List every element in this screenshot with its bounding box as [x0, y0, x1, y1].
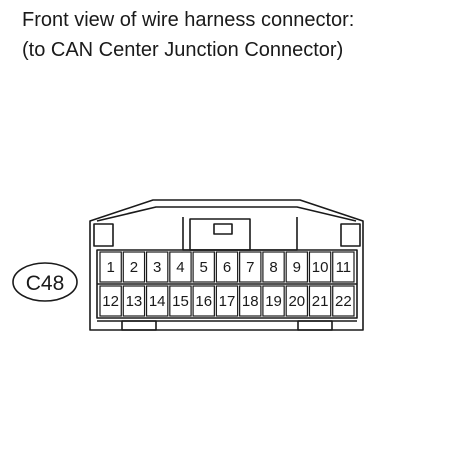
pin-number: 20 — [288, 293, 305, 310]
pin-number: 12 — [102, 293, 119, 310]
pin-number: 19 — [265, 293, 282, 310]
left-latch-block — [93, 223, 114, 247]
housing-inner-top — [96, 206, 357, 222]
pin-cell — [99, 251, 122, 283]
pin-number: 1 — [106, 259, 114, 276]
pin-number: 21 — [312, 293, 329, 310]
pin-number: 14 — [149, 293, 166, 310]
pin-cell — [308, 285, 332, 317]
pin-cell — [122, 251, 146, 283]
pin-cell — [332, 251, 355, 283]
pin-number: 11 — [336, 259, 352, 276]
pin-cell — [122, 285, 146, 317]
pin-cell — [192, 285, 215, 317]
caption-line-1: Front view of wire harness connector: — [22, 9, 355, 31]
connector-id-outline — [12, 262, 78, 302]
pin-number: 16 — [195, 293, 212, 310]
pin-cell — [239, 285, 262, 317]
bottom-key-right — [297, 320, 333, 331]
pin-number: 8 — [269, 259, 277, 276]
pin-cell — [145, 251, 169, 283]
pin-number: 5 — [200, 259, 208, 276]
right-latch-block — [340, 223, 361, 247]
pin-cell — [262, 285, 285, 317]
pin-cell — [332, 285, 355, 317]
pin-number: 15 — [172, 293, 189, 310]
pin-number: 6 — [223, 259, 231, 276]
center-lock-tab — [182, 217, 298, 251]
pin-number: 4 — [176, 259, 184, 276]
pin-number: 22 — [335, 293, 352, 310]
pin-number: 2 — [130, 259, 138, 276]
bottom-key-left — [121, 320, 157, 331]
pin-number: 17 — [219, 293, 236, 310]
pin-number: 18 — [242, 293, 259, 310]
pin-cell — [308, 251, 332, 283]
pin-number: 13 — [126, 293, 143, 310]
connector-id-label: C48 — [26, 272, 65, 295]
pin-number: 7 — [246, 259, 254, 276]
caption-line-2: (to CAN Center Junction Connector) — [22, 39, 344, 61]
housing-outline — [89, 199, 364, 331]
pin-cell — [285, 285, 309, 317]
pin-cell — [169, 251, 192, 283]
connector-id-badge: C48 — [12, 262, 78, 302]
pin-cell — [262, 251, 285, 283]
pin-cell — [145, 285, 169, 317]
pin-number: 9 — [293, 259, 301, 276]
connector-housing — [89, 199, 364, 331]
pin-cell — [215, 251, 239, 283]
pin-cell — [285, 251, 309, 283]
center-lock-key — [213, 223, 233, 235]
pin-cell — [215, 285, 239, 317]
pin-number: 3 — [153, 259, 161, 276]
pin-cell — [99, 285, 122, 317]
pin-number: 10 — [312, 259, 329, 276]
pin-cell — [169, 285, 192, 317]
pin-cell — [192, 251, 215, 283]
pin-cell — [239, 251, 262, 283]
